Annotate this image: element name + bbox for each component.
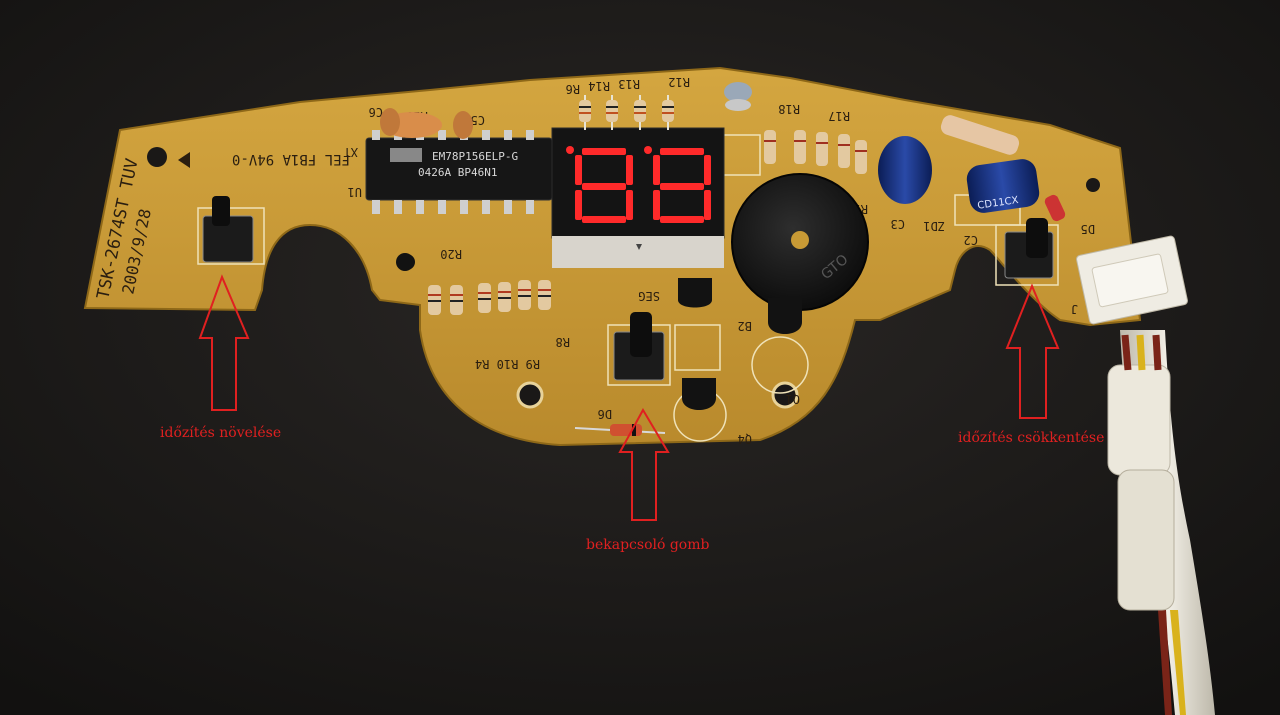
tactile-button-center[interactable] xyxy=(607,312,671,386)
annotation-right-label: időzítés csökkentése xyxy=(958,430,1104,446)
annotation-arrows xyxy=(198,274,1060,521)
annotation-center-label: bekapcsoló gomb xyxy=(586,537,710,553)
chip-text-line2: 0426A BP46N1 xyxy=(418,166,497,179)
svg-text:R20: R20 xyxy=(440,247,462,261)
svg-text:U1: U1 xyxy=(348,185,362,199)
svg-text:C2: C2 xyxy=(964,233,978,247)
svg-text:R13: R13 xyxy=(618,77,640,91)
pcb-marking-text: FEL FB1A 94V-0 xyxy=(232,151,350,167)
svg-text:R9 R10 R4: R9 R10 R4 xyxy=(475,357,540,371)
svg-text:C6: C6 xyxy=(369,105,383,119)
svg-text:ZD1: ZD1 xyxy=(923,219,945,233)
tactile-button-left[interactable] xyxy=(197,196,265,265)
resistors-top xyxy=(579,82,867,174)
arrow-center-icon xyxy=(618,407,670,521)
svg-text:XT: XT xyxy=(344,145,358,159)
transistors xyxy=(396,253,802,410)
arrow-right-icon xyxy=(1005,283,1060,419)
seven-segment-display xyxy=(551,127,725,268)
display-digit-2 xyxy=(644,146,711,223)
svg-text:J: J xyxy=(1071,302,1078,316)
connector xyxy=(1076,235,1188,325)
svg-text:R17: R17 xyxy=(828,109,850,123)
tactile-button-right[interactable] xyxy=(995,218,1059,286)
display-digit-1 xyxy=(566,146,633,223)
resistors-bottom xyxy=(428,280,551,315)
chip-text-line1: EM78P156ELP-G xyxy=(432,150,518,163)
svg-text:Q4: Q4 xyxy=(738,432,752,446)
svg-text:R18: R18 xyxy=(778,102,800,116)
resonator xyxy=(380,108,473,139)
svg-text:SEG: SEG xyxy=(638,289,660,303)
capacitors: CD11CX xyxy=(878,115,1066,222)
chip-logo-icon xyxy=(390,148,422,162)
svg-text:B2: B2 xyxy=(738,319,752,333)
svg-text:C5: C5 xyxy=(471,113,485,127)
svg-text:R12: R12 xyxy=(668,75,690,89)
buzzer: GTO xyxy=(731,173,869,311)
svg-text:R8: R8 xyxy=(556,335,570,349)
svg-text:C3: C3 xyxy=(891,217,905,231)
triangle-mark-icon xyxy=(178,152,190,168)
wire-cable xyxy=(1107,330,1215,715)
arrow-left-icon xyxy=(198,274,250,411)
svg-text:R6: R6 xyxy=(566,82,580,96)
svg-text:Q1: Q1 xyxy=(786,392,800,406)
svg-text:D5: D5 xyxy=(1081,222,1095,236)
svg-text:D6: D6 xyxy=(598,407,612,421)
svg-text:R14: R14 xyxy=(588,79,610,93)
annotation-left-label: időzítés növelése xyxy=(160,425,281,441)
